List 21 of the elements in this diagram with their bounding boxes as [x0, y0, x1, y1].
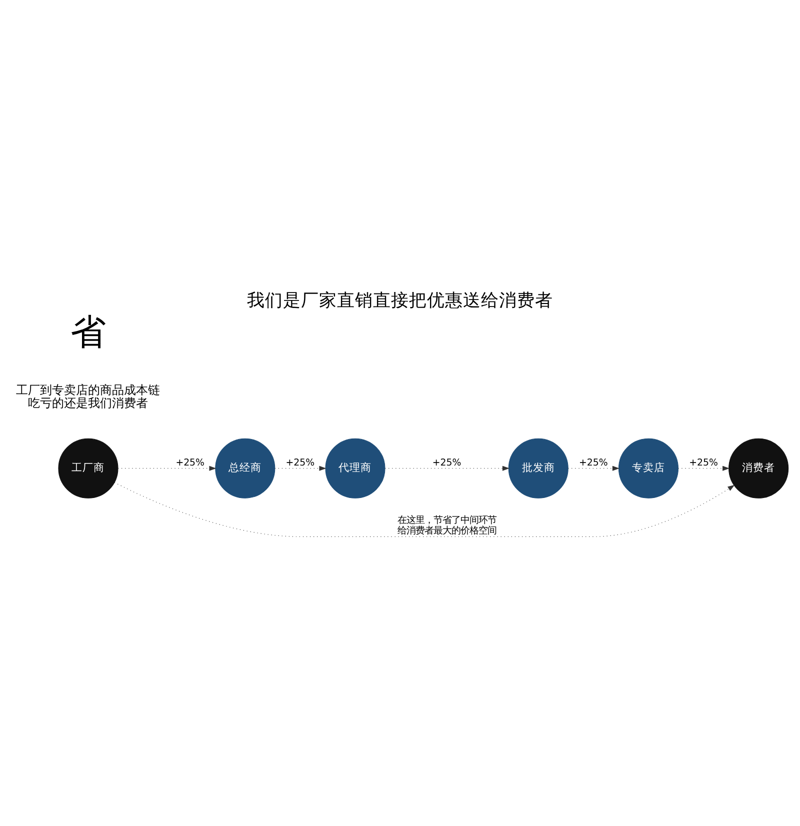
arrow — [568, 466, 620, 471]
node-circle: 代理商 — [325, 438, 386, 498]
node-circle: 批发商 — [508, 438, 568, 498]
node-circle: 工厂商 — [58, 438, 118, 498]
edge-label: +25% — [432, 457, 462, 468]
arrow — [114, 482, 735, 537]
edge-label: +25% — [579, 457, 608, 468]
edge-label: 在这里，节省了中间环节给消费者最大的价格空间 — [397, 514, 496, 537]
label: 工厂到专卖店的商品成本链吃亏的还是我们消费者 — [16, 383, 160, 410]
edge-label: +25% — [286, 457, 315, 468]
label: 省 — [70, 312, 106, 354]
arrow — [118, 466, 216, 471]
arrow — [384, 466, 510, 471]
node-circle: 消费者 — [728, 438, 789, 498]
arrow — [274, 466, 326, 471]
node-circle: 总经商 — [215, 438, 276, 498]
diagram-title: 我们是厂家直销直接把优惠送给消费者 — [247, 290, 553, 311]
edge-label: +25% — [176, 457, 204, 468]
edge-label: +25% — [689, 457, 718, 468]
node-circle: 专卖店 — [618, 438, 678, 498]
arrow — [678, 466, 730, 471]
